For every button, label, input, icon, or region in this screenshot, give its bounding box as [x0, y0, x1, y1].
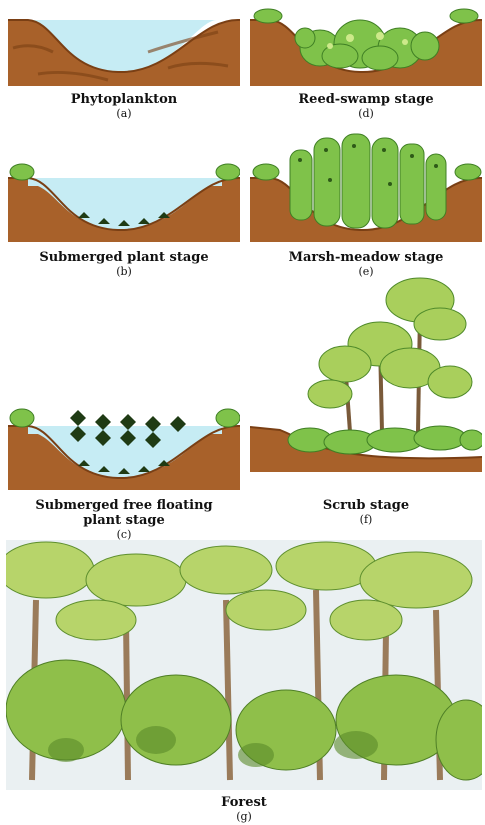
caption-label: (f)	[250, 513, 482, 526]
panel-reed-swamp	[250, 8, 482, 86]
caption-label: (d)	[250, 107, 482, 120]
marsh-meadow-illustration	[250, 130, 482, 242]
panel-phytoplankton	[8, 8, 240, 86]
submerged-plant-illustration	[8, 160, 240, 242]
caption-g: Forest (g)	[6, 795, 482, 823]
free-floating-illustration	[8, 400, 240, 490]
caption-title: Marsh-meadow stage	[250, 250, 482, 265]
caption-title: Phytoplankton	[8, 92, 240, 107]
caption-b: Submerged plant stage (b)	[8, 250, 240, 278]
caption-label: (b)	[8, 265, 240, 278]
scrub-stage-illustration	[250, 272, 482, 472]
panel-marsh-meadow	[250, 130, 482, 242]
caption-title-line2: plant stage	[8, 513, 240, 528]
caption-title: Forest	[6, 795, 482, 810]
caption-a: Phytoplankton (a)	[8, 92, 240, 120]
panel-submerged-plant	[8, 160, 240, 242]
panel-free-floating	[8, 400, 240, 490]
caption-label: (a)	[8, 107, 240, 120]
caption-c: Submerged free floating plant stage (c)	[8, 498, 240, 541]
caption-title: Reed-swamp stage	[250, 92, 482, 107]
panel-forest	[6, 540, 482, 790]
caption-title: Submerged plant stage	[8, 250, 240, 265]
panel-scrub-stage	[250, 272, 482, 472]
caption-label: (g)	[6, 810, 482, 823]
caption-title: Scrub stage	[250, 498, 482, 513]
caption-d: Reed-swamp stage (d)	[250, 92, 482, 120]
caption-title-line1: Submerged free floating	[8, 498, 240, 513]
caption-f: Scrub stage (f)	[250, 498, 482, 526]
reed-swamp-illustration	[250, 8, 482, 86]
forest-illustration	[6, 540, 482, 790]
phytoplankton-illustration	[8, 8, 240, 86]
